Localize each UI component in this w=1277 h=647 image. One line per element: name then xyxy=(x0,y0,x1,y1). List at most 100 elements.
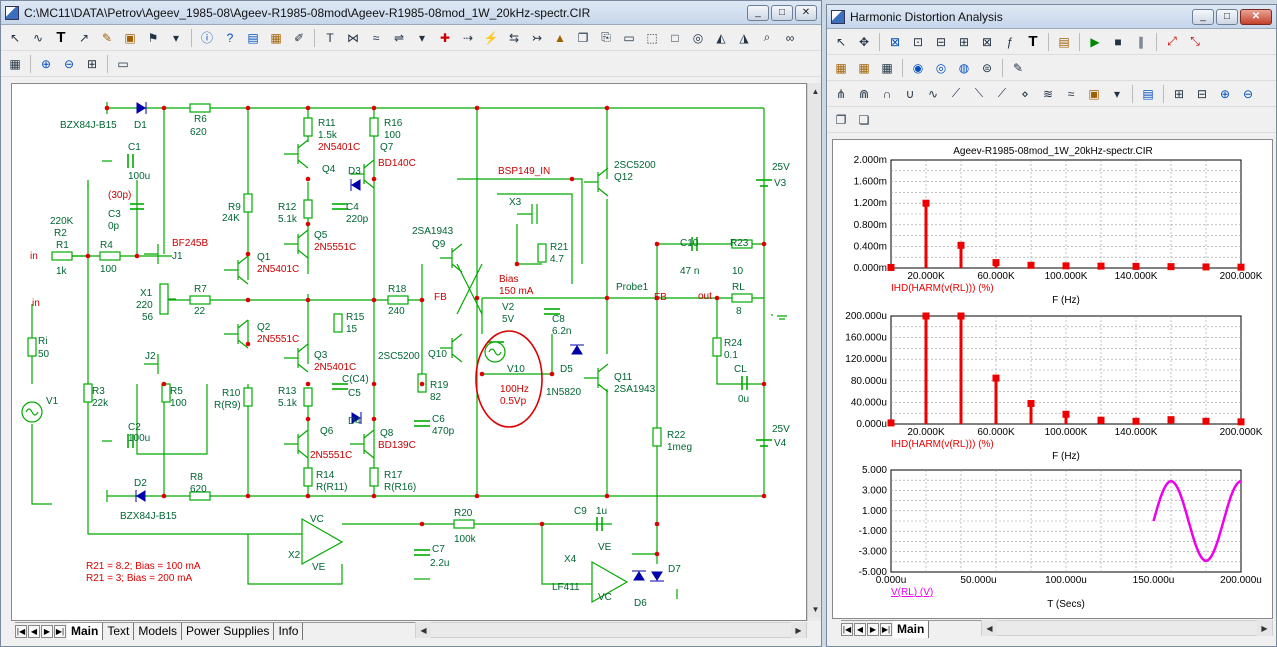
tab-info[interactable]: Info xyxy=(274,623,304,640)
binoculars-icon[interactable]: ∞ xyxy=(785,30,795,45)
wire-icon[interactable]: ∿ xyxy=(32,30,44,45)
schematic-canvas[interactable]: D1 BZX84J-B15 R6 620 C1 100u 220K R2 (30… xyxy=(11,83,807,621)
power-icon[interactable]: ⚡ xyxy=(483,30,499,45)
a-zoom3-icon[interactable]: ◍ xyxy=(958,60,970,75)
a-tab-main[interactable]: Main xyxy=(893,621,930,638)
edit-icon[interactable]: ✐ xyxy=(293,30,305,45)
cursor-peak-icon[interactable]: ⋔ xyxy=(835,86,847,101)
a-zoom2-icon[interactable]: ◎ xyxy=(935,60,947,75)
a-grid3-icon[interactable]: ▦ xyxy=(881,60,893,75)
help-icon[interactable]: ? xyxy=(226,30,234,45)
clipboard-icon[interactable]: ▣ xyxy=(1088,86,1100,101)
stop-icon[interactable]: ■ xyxy=(1114,34,1122,49)
warning-icon[interactable]: ▲ xyxy=(554,30,566,45)
a-limit-icon[interactable]: ⤢ xyxy=(1167,34,1177,48)
copy-icon[interactable]: ❐ xyxy=(577,30,589,45)
a-copy2-icon[interactable]: ❏ xyxy=(858,112,870,127)
a-move-icon[interactable]: ✥ xyxy=(858,34,870,49)
a-zoom4-icon[interactable]: ⊜ xyxy=(981,60,993,75)
a-scale3-icon[interactable]: ⊟ xyxy=(935,34,947,49)
schematic-hscroll[interactable]: ◀ ▶ xyxy=(415,622,807,638)
mirror-h-icon[interactable]: ◭ xyxy=(716,30,726,45)
a-first-page-button[interactable]: |◀ xyxy=(841,623,853,636)
mirror-v-icon[interactable]: ◮ xyxy=(739,30,749,45)
a-zoom-out-icon[interactable]: ⊖ xyxy=(1242,86,1254,101)
a-edit-icon[interactable]: ✎ xyxy=(1012,60,1024,75)
window-icon[interactable]: ▭ xyxy=(623,30,635,45)
cursor-wave2-icon[interactable]: ≈ xyxy=(1067,86,1075,101)
a-select-icon[interactable]: ↖ xyxy=(835,34,847,49)
tab-main[interactable]: Main xyxy=(67,623,104,640)
a-scale4-icon[interactable]: ⊞ xyxy=(958,34,970,49)
cursor-wave-icon[interactable]: ≋ xyxy=(1042,86,1054,101)
cursor-inflect-icon[interactable]: ∿ xyxy=(927,86,939,101)
cursor-high-icon[interactable]: ∩ xyxy=(882,86,892,101)
analysis-maximize-button[interactable]: □ xyxy=(1216,8,1238,25)
paste-icon[interactable]: ⎘ xyxy=(601,30,611,44)
minimize-button[interactable]: _ xyxy=(747,4,769,21)
close-button[interactable]: ✕ xyxy=(795,4,817,21)
text-tool-icon[interactable]: T xyxy=(56,29,66,46)
page-icon[interactable]: ▤ xyxy=(247,30,259,45)
a-copy-icon[interactable]: ❐ xyxy=(835,112,847,127)
a-scroll-left-arrow[interactable]: ◀ xyxy=(982,620,997,636)
a-prev-page-button[interactable]: ◀ xyxy=(854,623,866,636)
dropdown-icon[interactable]: ▾ xyxy=(172,30,180,45)
node-voltages-icon[interactable]: ≈ xyxy=(372,30,380,45)
a-scroll-right-arrow[interactable]: ▶ xyxy=(1257,620,1272,636)
net-icon[interactable]: ⇌ xyxy=(393,30,405,45)
a-grid2-icon[interactable]: ▦ xyxy=(858,60,870,75)
box-icon[interactable]: ⬚ xyxy=(646,30,658,45)
a-limit2-icon[interactable]: ⤡ xyxy=(1190,34,1200,48)
analysis-hscroll[interactable]: ◀ ▶ xyxy=(981,620,1273,636)
zoom-fit-icon[interactable]: ⊞ xyxy=(86,56,98,71)
plot-area[interactable]: Ageev-R1985-08mod_1W_20kHz-spectr.CIR 0.… xyxy=(832,139,1273,619)
first-page-button[interactable]: |◀ xyxy=(15,625,27,638)
next-page-button[interactable]: ▶ xyxy=(41,625,53,638)
tab-models[interactable]: Models xyxy=(134,623,183,640)
tab-text[interactable]: Text xyxy=(103,623,135,640)
component-icon[interactable]: ▣ xyxy=(124,30,136,45)
select-icon[interactable]: ↖ xyxy=(9,30,21,45)
cursor-valley-icon[interactable]: ⋒ xyxy=(858,86,870,101)
scroll-up-arrow[interactable]: ▲ xyxy=(808,83,821,99)
zoom-out-icon[interactable]: ⊖ xyxy=(63,56,75,71)
square-icon[interactable]: □ xyxy=(671,30,679,45)
a-scale2-icon[interactable]: ⊡ xyxy=(912,34,924,49)
a-last-page-button[interactable]: ▶| xyxy=(880,623,892,636)
zoom-in-icon[interactable]: ⊕ xyxy=(40,56,52,71)
cursor-max-icon[interactable]: ⟋ xyxy=(997,86,1007,100)
a-fit2-icon[interactable]: ⊟ xyxy=(1196,86,1208,101)
a-next-page-button[interactable]: ▶ xyxy=(867,623,879,636)
cursor-point-icon[interactable]: ⋄ xyxy=(1021,86,1029,101)
pen-icon[interactable]: ✎ xyxy=(101,30,113,45)
maximize-button[interactable]: □ xyxy=(771,4,793,21)
pause-icon[interactable]: ∥ xyxy=(1138,34,1144,49)
a-dropdown-icon[interactable]: ▾ xyxy=(1113,86,1121,101)
cursor-slope-icon[interactable]: ⟋ xyxy=(951,86,961,100)
arrows-icon[interactable]: ⇆ xyxy=(508,30,520,45)
find-icon[interactable]: ⌕ xyxy=(763,30,771,44)
cursor-low-icon[interactable]: ∪ xyxy=(905,86,915,101)
node-text-icon[interactable]: T xyxy=(326,30,334,45)
a-scale-icon[interactable]: ⊠ xyxy=(889,34,901,49)
a-func-icon[interactable]: ƒ xyxy=(1006,34,1014,49)
dropdown2-icon[interactable]: ▾ xyxy=(418,30,426,45)
prev-page-button[interactable]: ◀ xyxy=(28,625,40,638)
run-icon[interactable]: ▶ xyxy=(1090,34,1100,49)
a-text-icon[interactable]: T xyxy=(1028,33,1038,50)
calc-icon[interactable]: ▦ xyxy=(9,56,21,71)
grid-icon[interactable]: ▦ xyxy=(270,30,282,45)
a-props-icon[interactable]: ▤ xyxy=(1058,34,1070,49)
last-page-button[interactable]: ▶| xyxy=(54,625,66,638)
scroll-right-arrow[interactable]: ▶ xyxy=(791,622,806,638)
cursor-min-icon[interactable]: ⟍ xyxy=(974,86,984,100)
flow-icon[interactable]: ↣ xyxy=(531,30,543,45)
a-zoom-in-icon[interactable]: ⊕ xyxy=(1219,86,1231,101)
a-list-icon[interactable]: ▤ xyxy=(1142,86,1154,101)
analysis-minimize-button[interactable]: _ xyxy=(1192,8,1214,25)
schematic-vscroll[interactable]: ▲ ▼ xyxy=(807,83,821,621)
print-icon[interactable]: ▭ xyxy=(117,56,129,71)
a-scale5-icon[interactable]: ⊠ xyxy=(981,34,993,49)
flag-icon[interactable]: ⚑ xyxy=(147,30,159,45)
